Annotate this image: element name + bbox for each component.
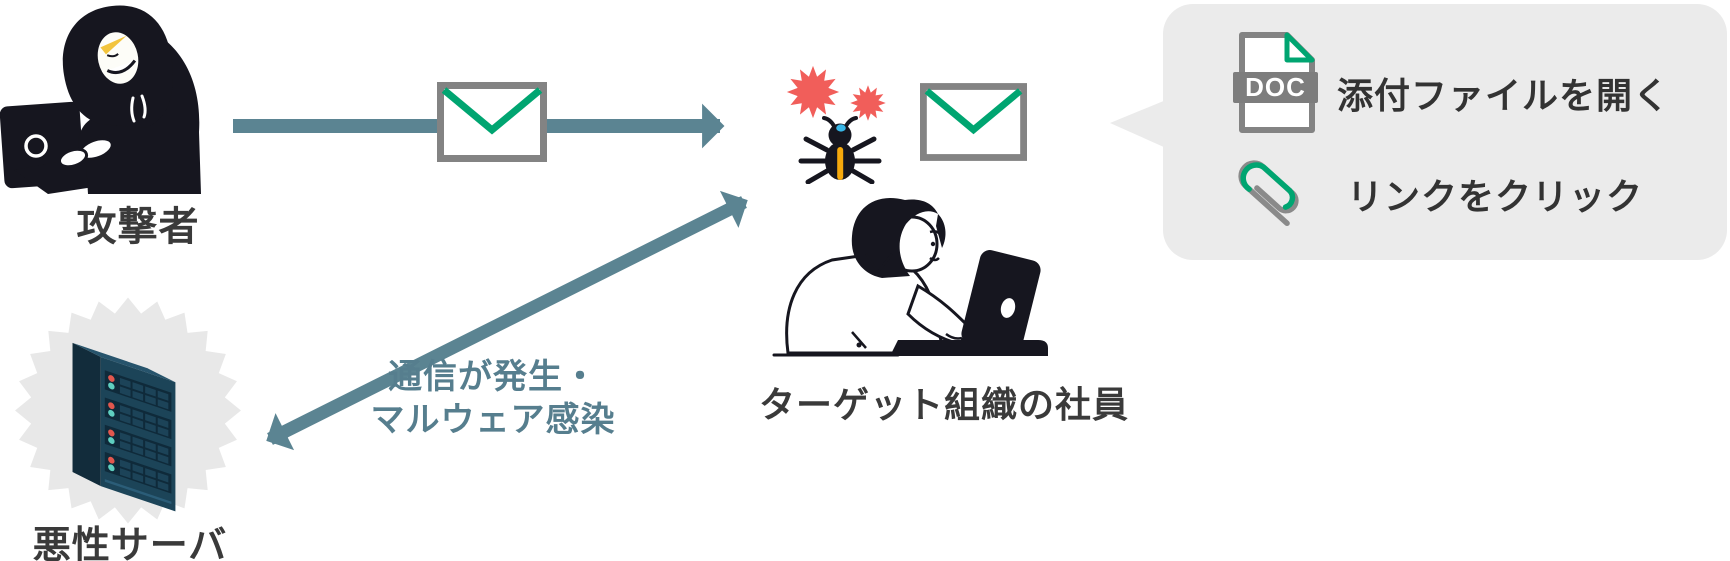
- malicious-server-illustration: [15, 297, 241, 524]
- paperclip-icon: [1238, 160, 1299, 227]
- speech-bubble: DOC 添付ファイルを開く リンクをクリック: [1163, 4, 1727, 260]
- burst-large-icon: [786, 65, 840, 119]
- infection-note: 通信が発生・ マルウェア感染: [343, 356, 643, 442]
- employee-label: ターゲット組織の社員: [758, 384, 1129, 425]
- click-link-label: リンクをクリック: [1347, 176, 1644, 217]
- server-vent-grid: [119, 377, 169, 492]
- received-envelope-icon: [920, 83, 1027, 161]
- attacker-label: 攻撃者: [76, 205, 200, 249]
- infection-note-line2: マルウェア感染: [370, 401, 616, 439]
- server-leds: [108, 375, 115, 472]
- doc-file-icon: DOC: [1233, 32, 1318, 133]
- attacker-illustration: [0, 5, 201, 194]
- doc-badge-text: DOC: [1245, 72, 1306, 102]
- open-attachment-label: 添付ファイルを開く: [1337, 75, 1671, 116]
- employee-illustration: [772, 197, 1048, 357]
- malicious-server-label: 悪性サーバー: [32, 525, 228, 561]
- burst-small-icon: [850, 85, 886, 121]
- infection-note-line1: 通信が発生・: [388, 358, 598, 396]
- malware-bug-icon: [798, 116, 882, 184]
- malware-c2-arrow: [266, 190, 748, 451]
- speech-bubble-tail: [1110, 100, 1166, 148]
- email-envelope-icon: [437, 82, 547, 162]
